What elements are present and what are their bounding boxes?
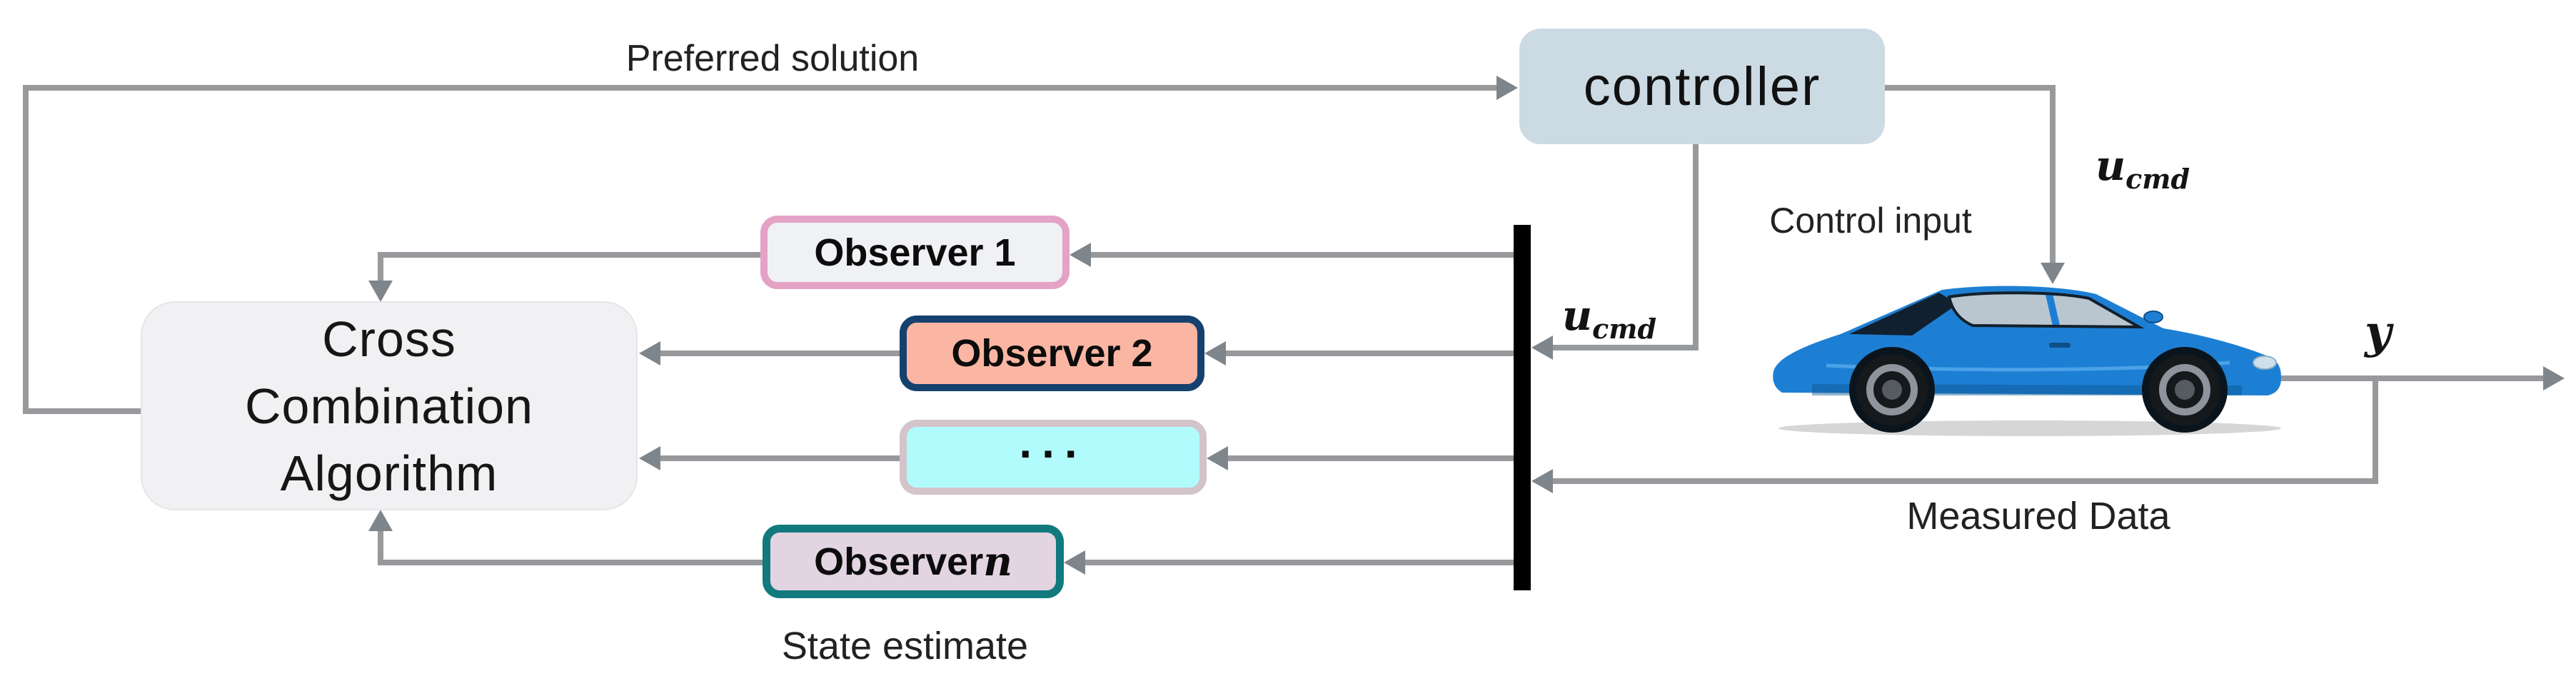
line-preferred-solution-top — [26, 85, 1499, 91]
measured-data-label: Measured Data — [1906, 495, 2170, 538]
u-cmd-base: u — [1562, 291, 1593, 340]
car-window-trim — [1947, 291, 2145, 329]
line-observer-n-to-cca-vertical — [378, 531, 383, 565]
line-observer1-to-cca-vertical — [378, 252, 383, 281]
observer-2-label: Observer 2 — [951, 332, 1153, 375]
controller-block: controller — [1519, 29, 1885, 144]
line-measured-branch-vertical — [2373, 378, 2378, 481]
line-bar-to-observer1 — [1091, 252, 1514, 258]
car-headlight — [2253, 355, 2277, 370]
line-controller-to-bar-horizontal — [1553, 345, 1699, 350]
arrowhead-system-output — [2543, 366, 2565, 390]
cca-label-line3: Algorithm — [280, 445, 498, 501]
observer-n-suffix: n — [983, 538, 1012, 585]
output-y-label: y — [2365, 306, 2392, 359]
cross-combination-algorithm-block: Cross Combination Algorithm — [141, 301, 638, 510]
car-side-mirror — [2143, 311, 2163, 323]
u-cmd-subscript: cmd — [1592, 313, 1657, 345]
arrowhead-into-observer2 — [1204, 341, 1226, 365]
u-cmd-base: u — [2095, 141, 2126, 190]
arrowhead-into-ellipsis — [1207, 446, 1228, 470]
arrowhead-observer2-into-cca — [639, 341, 660, 365]
line-feedback-left-vertical — [23, 85, 29, 414]
line-cca-output-left — [26, 408, 141, 414]
observer-ellipsis-label: ... — [1019, 415, 1087, 468]
car-b-pillar — [2046, 293, 2060, 327]
line-bar-to-observer-n — [1085, 560, 1514, 565]
observer-1-label: Observer 1 — [814, 231, 1016, 274]
arrowhead-into-car — [2041, 263, 2065, 284]
cca-label-line2: Combination — [245, 378, 533, 434]
signal-distribution-bar — [1514, 225, 1531, 590]
arrowhead-measured-into-bar — [1531, 469, 1553, 493]
line-bar-to-ellipsis — [1228, 455, 1514, 461]
car-rear-window — [1849, 293, 1958, 336]
u-cmd-label-bar: ucmd — [1562, 291, 1656, 345]
arrowhead-ellipsis-into-cca — [639, 446, 660, 470]
controller-label: controller — [1583, 56, 1821, 117]
arrowhead-observer1-into-cca — [368, 281, 393, 302]
line-controller-to-bar-vertical — [1693, 144, 1699, 350]
observer-n-label: Observer — [814, 540, 984, 583]
car-rear-wheel — [1856, 354, 1928, 425]
arrowhead-ucmd-into-bar — [1531, 336, 1553, 360]
cca-label-line1: Cross — [322, 311, 456, 367]
line-controller-to-plant-horizontal — [1885, 85, 2056, 91]
cca-label: Cross Combination Algorithm — [245, 306, 533, 507]
control-input-label: Control input — [1769, 201, 1972, 241]
observer-n-block: Observer n — [763, 525, 1064, 598]
line-observer1-to-cca-horizontal — [378, 252, 760, 258]
u-cmd-label-plant: ucmd — [2095, 141, 2190, 195]
line-ellipsis-to-cca — [660, 455, 900, 461]
line-measured-data — [1553, 478, 2378, 484]
line-controller-to-plant-vertical — [2050, 88, 2056, 263]
line-car-output — [2281, 375, 2543, 381]
arrowhead-into-observer-n — [1064, 550, 1085, 575]
observer-ellipsis-block: ... — [900, 415, 1207, 495]
u-cmd-subscript: cmd — [2125, 163, 2190, 195]
arrowhead-into-observer1 — [1070, 243, 1091, 267]
line-observer-n-to-cca-horizontal — [378, 560, 763, 565]
observer-1-block: Observer 1 — [760, 216, 1070, 289]
arrowhead-observer-n-into-cca — [368, 510, 393, 531]
arrowhead-into-controller — [1496, 76, 1518, 100]
car-illustration — [1773, 286, 2281, 436]
line-observer2-to-cca — [660, 350, 900, 356]
line-bar-to-observer2 — [1226, 350, 1514, 356]
state-estimate-label: State estimate — [781, 625, 1029, 667]
car-door-handle — [2049, 343, 2071, 348]
car-front-wheel — [2149, 354, 2220, 425]
observer-2-block: Observer 2 — [900, 316, 1204, 391]
preferred-solution-label: Preferred solution — [625, 38, 920, 79]
